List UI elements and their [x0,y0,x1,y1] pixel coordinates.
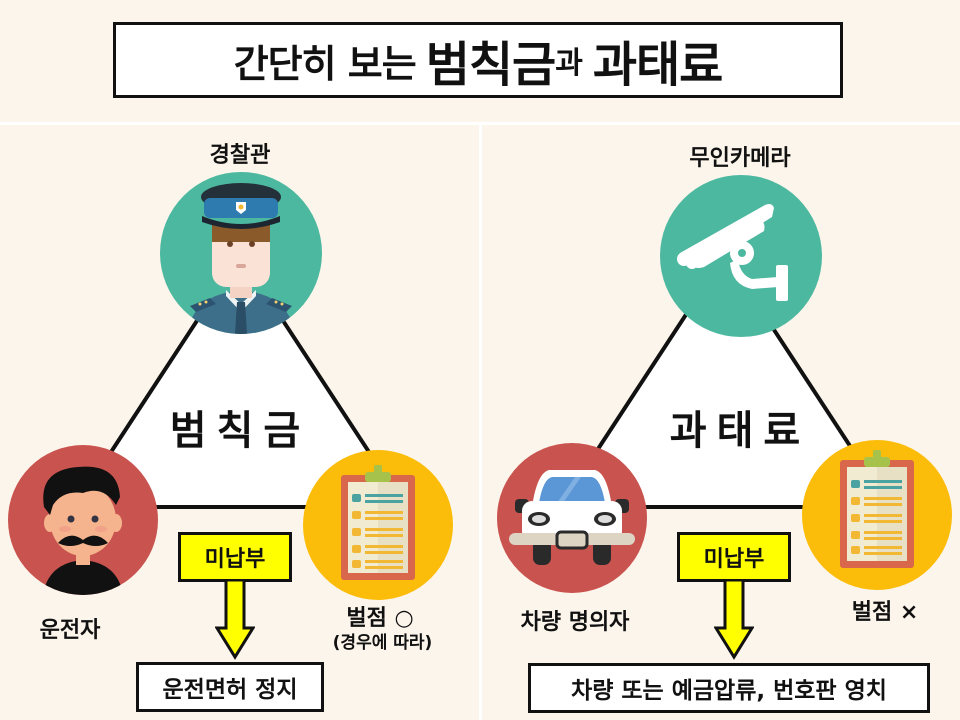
down-arrow-icon [714,580,754,660]
horizontal-divider [0,122,960,125]
nonpayment-box: 미납부 [178,532,292,582]
nonpayment-label: 미납부 [204,547,266,572]
down-arrow-icon [215,580,255,660]
driver-label: 운전자 [39,618,101,643]
result-label: 운전면허 정지 [162,677,298,703]
penalty-points-label: 벌점 ○ [346,606,414,631]
police-label: 경찰관 [209,143,271,168]
title-part3: 과 [555,46,583,81]
title-part1: 간단히 보는 [233,41,417,86]
no-penalty-points-label: 벌점 × [851,600,919,625]
right-triangle [556,251,894,509]
driver-icon [8,445,158,595]
title-part2: 범칙금 [425,37,556,93]
result-label: 차량 또는 예금압류, 번호판 영치 [571,678,887,704]
seizure-box: 차량 또는 예금압류, 번호판 영치 [528,663,930,713]
title-part4: 과태료 [592,37,723,93]
penalty-points-sublabel: (경우에 따라) [332,633,433,653]
vertical-divider [479,125,482,720]
clipboard-icon [303,450,453,600]
police-officer-icon [160,172,322,334]
vehicle-owner-label: 차량 명의자 [520,610,630,635]
page-title: 간단히 보는 범칙금 과 과태료 [113,22,843,98]
cctv-camera-icon [660,175,822,337]
car-icon [497,443,647,593]
clipboard-icon [802,440,952,590]
left-triangle [71,251,409,509]
title-box [113,22,843,98]
nonpayment-label: 미납부 [703,547,765,572]
camera-label: 무인카메라 [689,146,791,171]
left-center-label: 범칙금 [169,408,311,454]
license-suspension-box: 운전면허 정지 [136,662,324,712]
nonpayment-box: 미납부 [677,532,791,582]
right-center-label: 과태료 [669,408,811,454]
